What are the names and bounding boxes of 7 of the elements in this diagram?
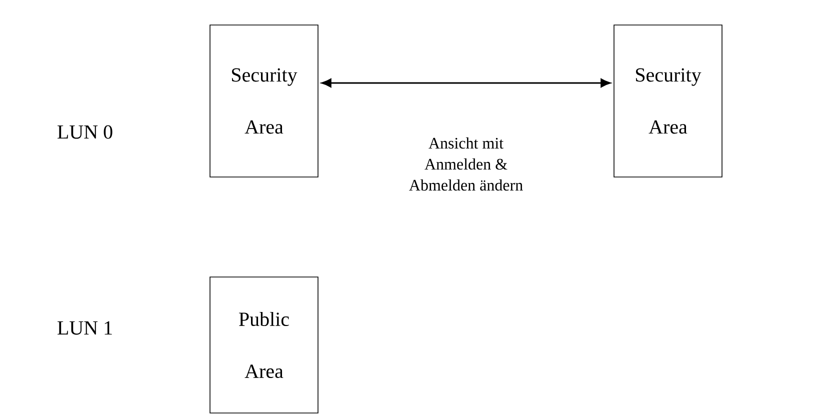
double-arrow (322, 78, 610, 88)
row-label: LUN 1 (58, 321, 112, 335)
row-label: LUN 0 (58, 125, 112, 139)
text-box: Security Area (614, 24, 722, 178)
text-box: Public Area (210, 276, 318, 414)
edge-label: Ansicht mit Anmelden & Abmelden ändern (409, 137, 523, 191)
text-box: Security Area (210, 24, 318, 178)
